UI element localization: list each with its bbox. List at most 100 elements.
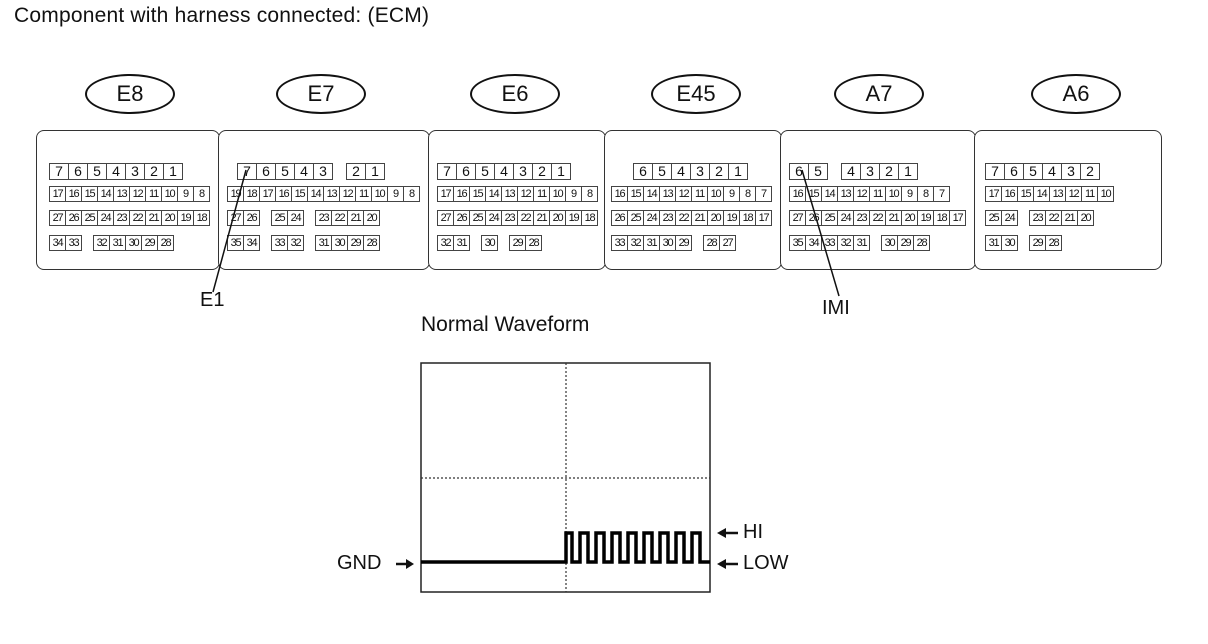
- pin-cell: 2: [1080, 163, 1100, 180]
- pin-cell: 29: [675, 235, 692, 251]
- pin-cell: 27: [719, 235, 736, 251]
- pin-cell: 20: [901, 210, 918, 226]
- low-arrow: [717, 559, 738, 569]
- pin-cell: 5: [652, 163, 672, 180]
- pin-cell: 20: [363, 210, 380, 226]
- pin-cell: 20: [161, 210, 178, 226]
- pin-cell: 31: [853, 235, 870, 251]
- pin-cell: 17: [949, 210, 966, 226]
- pin-cell: 16: [789, 186, 806, 202]
- pin-cell: 18: [193, 210, 210, 226]
- connector-label-e6: E6: [470, 74, 560, 114]
- pin-cell: 22: [675, 210, 692, 226]
- pin-cell: 21: [1061, 210, 1078, 226]
- pin-cell: 5: [808, 163, 828, 180]
- pin-cell: 30: [881, 235, 898, 251]
- pin-cell: 5: [475, 163, 495, 180]
- waveform-title: Normal Waveform: [421, 313, 590, 336]
- pin-cell: 7: [49, 163, 69, 180]
- pin-cell: 2: [144, 163, 164, 180]
- pin-cell: 24: [643, 210, 660, 226]
- pin-cell: 6: [1004, 163, 1024, 180]
- pin-cell: 12: [129, 186, 146, 202]
- pin-cell: 24: [1001, 210, 1018, 226]
- pin-cell: 1: [163, 163, 183, 180]
- pin-cell: 24: [837, 210, 854, 226]
- pin-cell: 33: [65, 235, 82, 251]
- pin-cell: 29: [1029, 235, 1046, 251]
- pin-cell: 7: [237, 163, 257, 180]
- pin-cell: 31: [109, 235, 126, 251]
- pin-cell: 10: [707, 186, 724, 202]
- pin-cell: 8: [581, 186, 598, 202]
- pin-cell: 14: [643, 186, 660, 202]
- pin-cell: 28: [525, 235, 542, 251]
- pin-cell: 1: [551, 163, 571, 180]
- pin-cell: 18: [933, 210, 950, 226]
- pin-cell: 28: [363, 235, 380, 251]
- connector-label-e7: E7: [276, 74, 366, 114]
- pin-cell: 1: [728, 163, 748, 180]
- pin-cell: 30: [331, 235, 348, 251]
- pin-label-e1: E1: [200, 289, 225, 311]
- pin-cell: 16: [275, 186, 292, 202]
- connector-label-e8: E8: [85, 74, 175, 114]
- pin-cell: 20: [1077, 210, 1094, 226]
- pin-cell: 14: [97, 186, 114, 202]
- pin-cell: 28: [157, 235, 174, 251]
- pin-cell: 31: [643, 235, 660, 251]
- pin-cell: 28: [913, 235, 930, 251]
- waveform-trace: [421, 531, 710, 564]
- pin-cell: 26: [243, 210, 260, 226]
- hi-label: HI: [743, 521, 763, 543]
- pin-cell: 14: [1033, 186, 1050, 202]
- pin-cell: 7: [933, 186, 950, 202]
- pin-cell: 8: [403, 186, 420, 202]
- pin-cell: 18: [739, 210, 756, 226]
- pin-cell: 24: [287, 210, 304, 226]
- pin-cell: 18: [243, 186, 260, 202]
- connector-label-a6: A6: [1031, 74, 1121, 114]
- pin-cell: 15: [469, 186, 486, 202]
- pin-cell: 17: [755, 210, 772, 226]
- pin-cell: 35: [789, 235, 806, 251]
- pin-cell: 4: [106, 163, 126, 180]
- pin-cell: 14: [307, 186, 324, 202]
- e1-leader-line: [212, 169, 247, 293]
- pin-cell: 12: [675, 186, 692, 202]
- pin-cell: 31: [453, 235, 470, 251]
- pin-cell: 3: [313, 163, 333, 180]
- pin-cell: 28: [1045, 235, 1062, 251]
- pin-cell: 25: [821, 210, 838, 226]
- pin-cell: 3: [860, 163, 880, 180]
- pin-cell: 1: [365, 163, 385, 180]
- pin-cell: 10: [1097, 186, 1114, 202]
- pin-cell: 32: [287, 235, 304, 251]
- imi-leader-line: [801, 169, 840, 297]
